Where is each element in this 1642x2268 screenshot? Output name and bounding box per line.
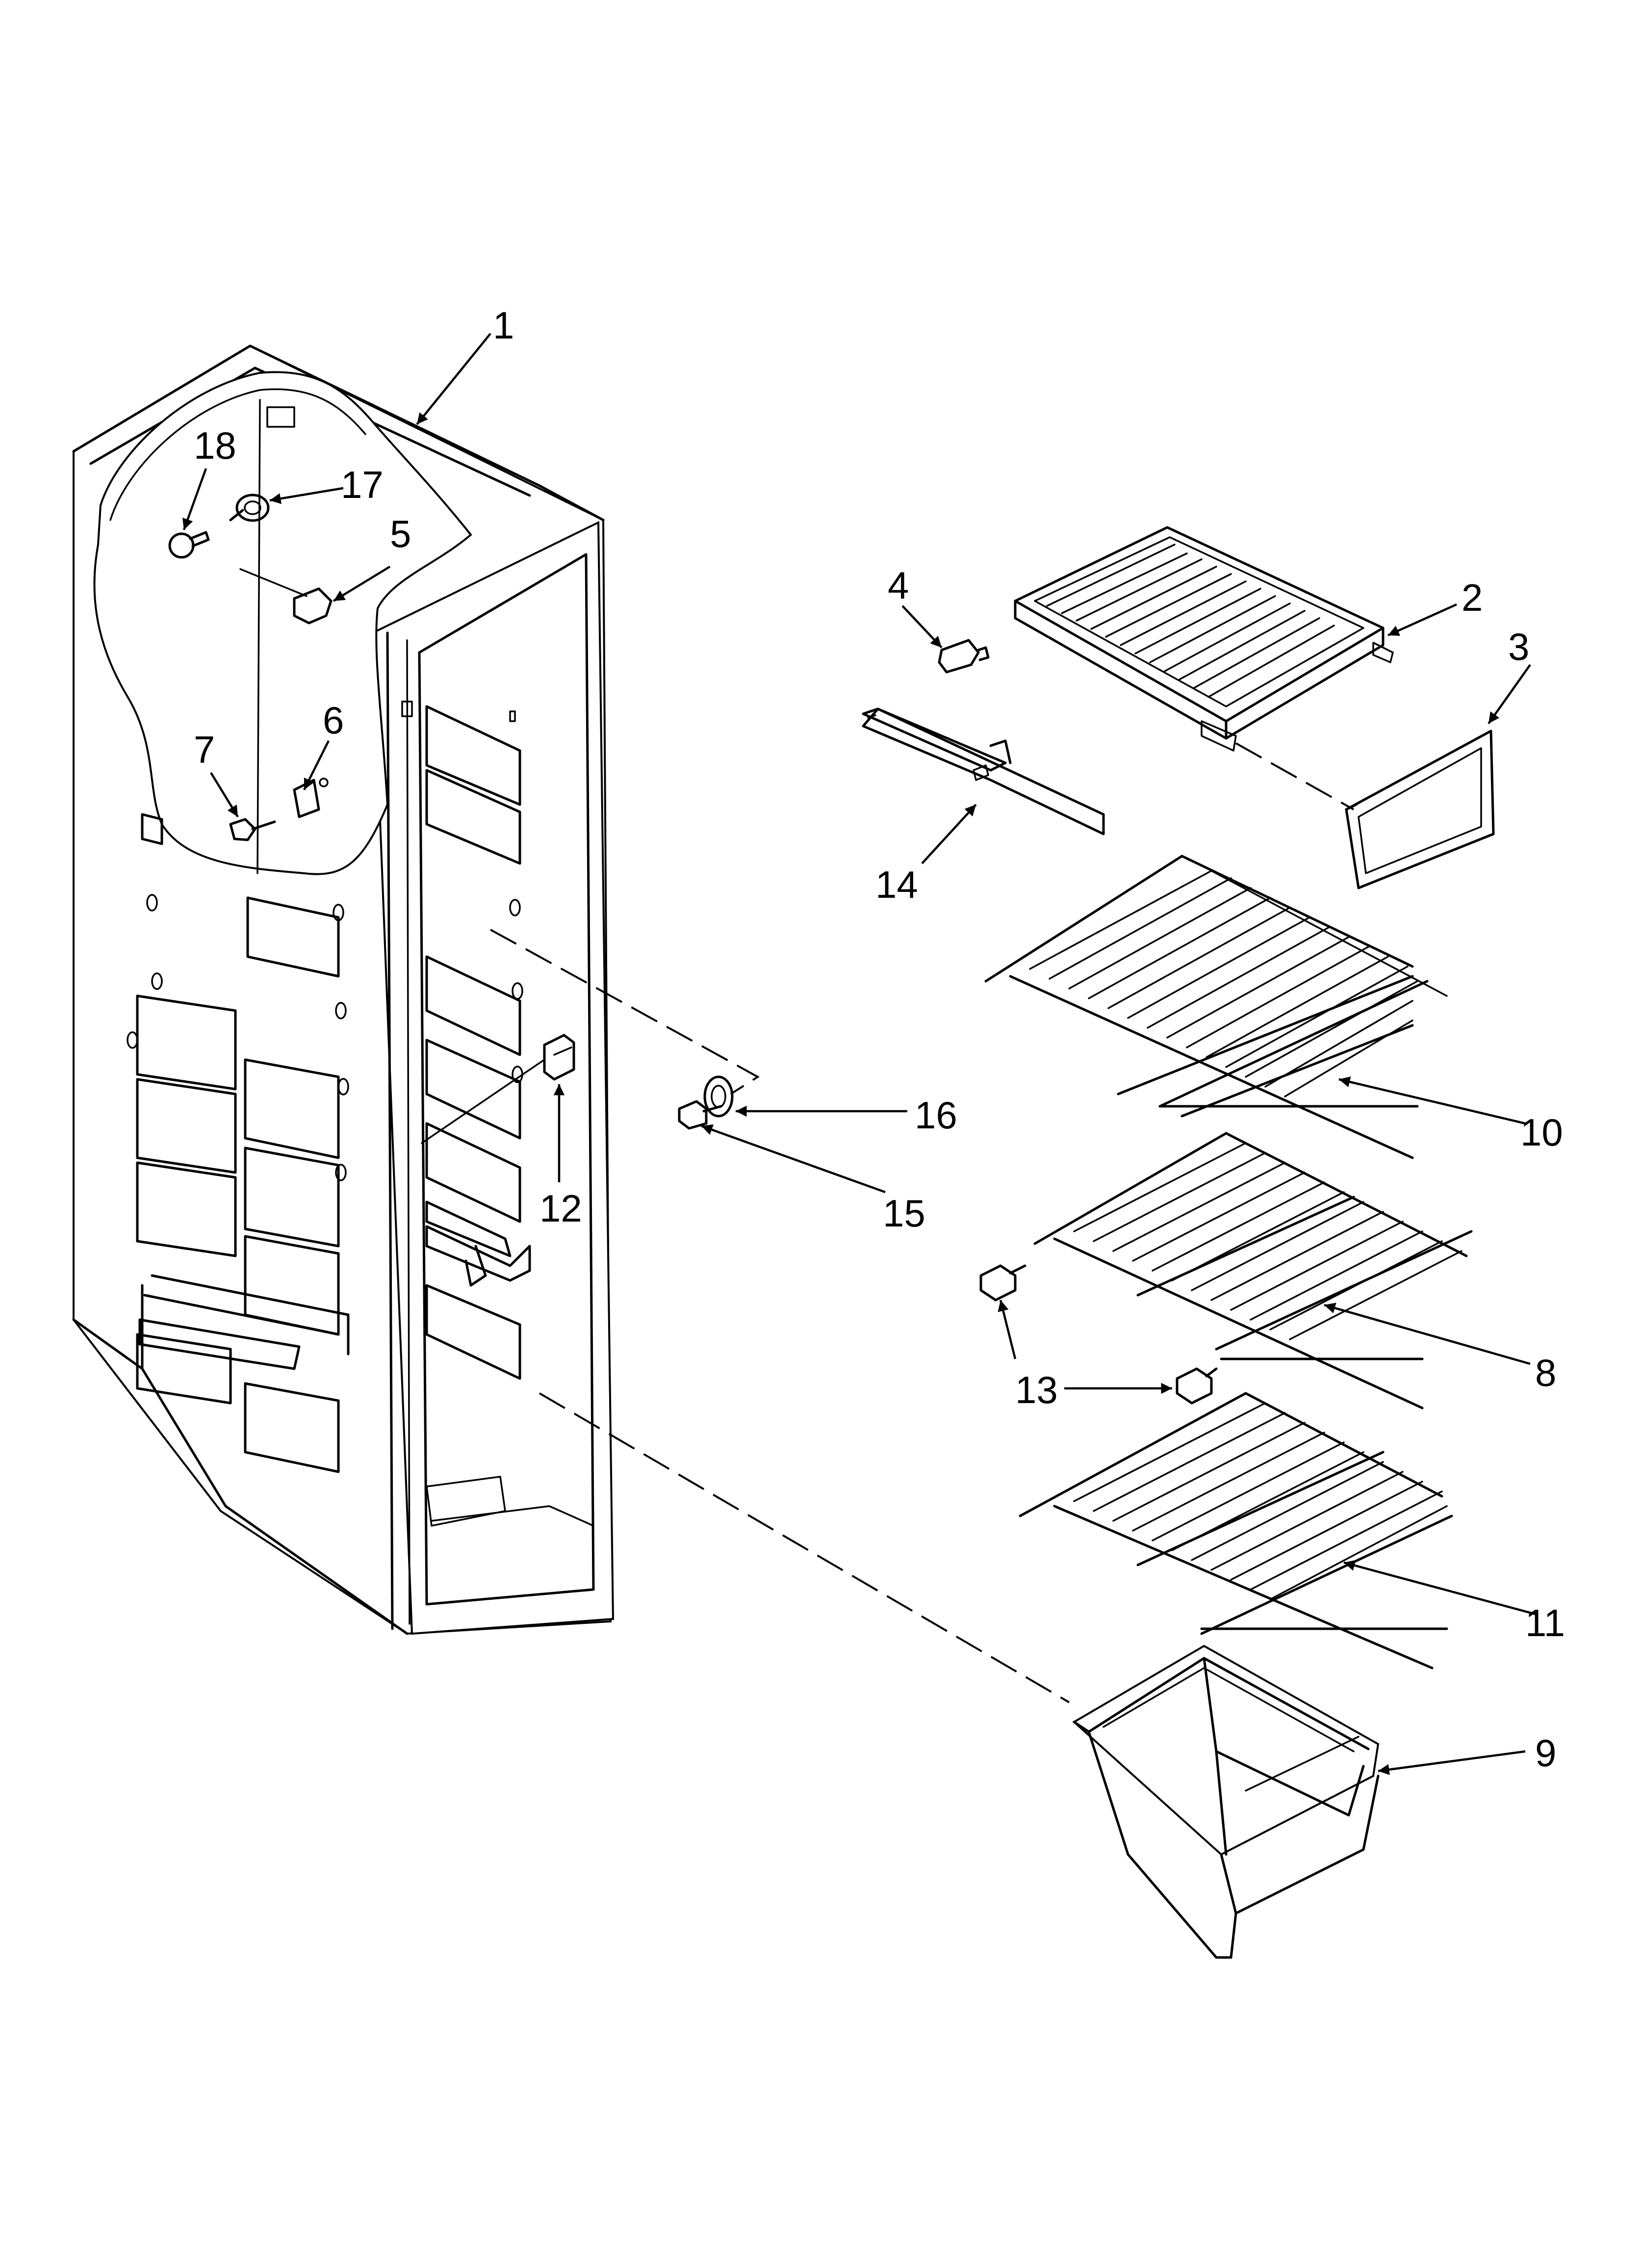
callout-6: 6 xyxy=(323,699,344,742)
callout-5: 5 xyxy=(390,512,411,555)
lamp-socket xyxy=(229,494,270,522)
light-bulb xyxy=(168,531,210,559)
callout-9: 9 xyxy=(1535,1731,1556,1774)
wire-shelf-8 xyxy=(1033,1132,1473,1409)
callout-2: 2 xyxy=(1462,576,1483,619)
callout-10: 10 xyxy=(1520,1111,1563,1154)
callout-1: 1 xyxy=(493,304,514,347)
freezer-bin xyxy=(1072,1644,1380,1959)
callout-16: 16 xyxy=(915,1094,957,1137)
callout-17: 17 xyxy=(341,463,384,506)
callout-4: 4 xyxy=(888,564,909,607)
wire-shelf-10 xyxy=(984,855,1448,1159)
callout-15: 15 xyxy=(883,1192,925,1235)
dash-3 xyxy=(1235,742,1354,810)
callout-12: 12 xyxy=(539,1187,582,1230)
callout-8: 8 xyxy=(1535,1351,1556,1394)
clip xyxy=(239,568,333,625)
callout-7: 7 xyxy=(194,728,215,771)
freezer-liner xyxy=(72,344,615,1635)
dash-16 xyxy=(490,929,760,1095)
callout-labels: 1 2 3 4 5 6 7 8 9 10 11 12 13 14 15 16 1… xyxy=(194,304,1565,1774)
callout-3: 3 xyxy=(1508,625,1529,668)
wire-shelf-11 xyxy=(1019,1392,1453,1669)
shelf-support xyxy=(862,707,1105,835)
inner-wall-slots xyxy=(401,701,531,1380)
callout-11: 11 xyxy=(1525,1601,1565,1644)
shelf-stud-upper xyxy=(979,1264,1026,1302)
screw-7 xyxy=(229,818,276,841)
shelf-front-trim xyxy=(1345,730,1495,889)
shelf-stud-lower xyxy=(1176,1367,1218,1405)
left-wall-slots xyxy=(127,813,350,1473)
callout-18: 18 xyxy=(194,424,236,467)
screw-4 xyxy=(938,639,990,674)
dash-9 xyxy=(539,1392,1070,1703)
leader-lines xyxy=(182,333,1536,1775)
shelf-frame xyxy=(1014,526,1394,752)
callout-14: 14 xyxy=(875,863,918,906)
callout-13: 13 xyxy=(1015,1368,1058,1411)
light-switch xyxy=(421,1034,575,1144)
shoulder-screw xyxy=(678,1100,722,1130)
